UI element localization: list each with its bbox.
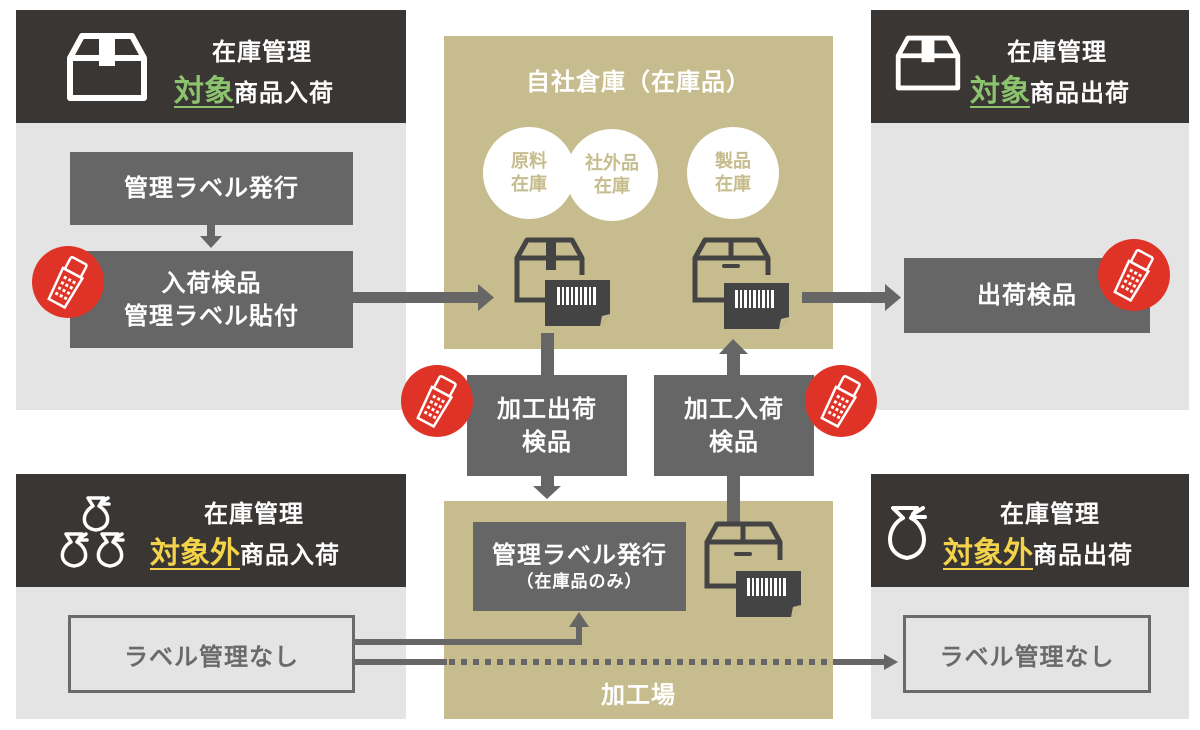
processing-ship-check-box: 加工出荷 検品 bbox=[467, 375, 627, 476]
external-goods-stock-circle: 社外品在庫 bbox=[566, 129, 658, 221]
handy-scanner-badge-receive-check bbox=[805, 365, 877, 437]
header-line1: 在庫管理 bbox=[1007, 38, 1107, 66]
outbound-check-text: 出荷検品 bbox=[977, 281, 1077, 310]
outbound-box-barcode-icon bbox=[692, 237, 789, 329]
highlight-text: 対象 bbox=[174, 74, 234, 109]
header-line2: 対象商品出荷 bbox=[970, 66, 1130, 110]
arrow-nontarget-to-label-issue bbox=[355, 639, 581, 645]
circle-line2: 在庫 bbox=[594, 176, 630, 197]
arrowhead-down bbox=[200, 236, 222, 248]
handy-scanner-icon bbox=[416, 375, 457, 429]
circle-line1: 社外品 bbox=[585, 152, 639, 174]
header-tail: 商品出荷 bbox=[1033, 541, 1133, 569]
nontarget-inbound-header: 在庫管理 対象外商品入荷 bbox=[16, 474, 406, 587]
warehouse-title: 自社倉庫（在庫品） bbox=[526, 68, 751, 96]
circle-line2: 在庫 bbox=[715, 174, 751, 195]
header-line1: 在庫管理 bbox=[204, 500, 304, 528]
no-label-text: ラベル管理なし bbox=[939, 642, 1115, 671]
target-inbound-header: 在庫管理 対象商品入荷 bbox=[16, 10, 406, 123]
arrow-label-to-check bbox=[207, 225, 215, 237]
factory-label-issue-box: 管理ラベル発行 （在庫品のみ） bbox=[473, 522, 686, 611]
arrow-inbound-to-warehouse bbox=[353, 292, 481, 303]
circle-line2: 在庫 bbox=[511, 174, 547, 195]
no-label-text: ラベル管理なし bbox=[124, 642, 299, 671]
header-tail: 商品入荷 bbox=[234, 79, 334, 107]
highlight-text: 対象外 bbox=[150, 536, 240, 571]
factory-label-issue-line2: （在庫品のみ） bbox=[516, 572, 643, 593]
handy-scanner-badge-outbound bbox=[1098, 239, 1170, 311]
arrowhead-down bbox=[533, 486, 561, 499]
ship-check-line1: 加工出荷 bbox=[497, 395, 597, 424]
header-line1: 在庫管理 bbox=[1000, 500, 1100, 528]
cardboard-box-icon bbox=[67, 33, 147, 101]
handy-scanner-icon bbox=[820, 375, 861, 429]
arrow-warehouse-to-ship-check bbox=[541, 333, 554, 378]
arrowhead-up bbox=[719, 339, 748, 354]
arrowhead-right bbox=[478, 284, 494, 311]
header-tail: 商品入荷 bbox=[240, 541, 340, 569]
highlight-text: 対象 bbox=[970, 74, 1030, 109]
arrowhead-up bbox=[569, 612, 589, 627]
circle-line1: 製品 bbox=[715, 150, 751, 172]
ship-check-line2: 検品 bbox=[522, 427, 572, 456]
target-outbound-header: 在庫管理 対象商品出荷 bbox=[871, 10, 1189, 123]
factory-label-issue-line1: 管理ラベル発行 bbox=[492, 540, 667, 569]
highlight-text: 対象外 bbox=[943, 536, 1033, 571]
processing-receive-check-box: 加工入荷 検品 bbox=[654, 375, 814, 476]
receive-check-line2: 検品 bbox=[709, 427, 759, 456]
handy-scanner-icon bbox=[1113, 249, 1154, 303]
nontarget-outbound-header: 在庫管理 対象外商品出荷 bbox=[871, 474, 1189, 587]
inbound-box-barcode-icon bbox=[514, 237, 610, 326]
header-line2: 対象外商品出荷 bbox=[943, 528, 1133, 572]
header-tail: 商品出荷 bbox=[1030, 79, 1130, 107]
inbound-check-box: 入荷検品 管理ラベル貼付 bbox=[70, 251, 353, 348]
arrow-nontarget-passthrough bbox=[355, 659, 447, 665]
header-line1: 在庫管理 bbox=[212, 38, 312, 66]
label-issue-box: 管理ラベル発行 bbox=[70, 152, 353, 225]
handy-scanner-badge-ship-check bbox=[401, 365, 473, 437]
header-line2: 対象商品入荷 bbox=[174, 66, 334, 110]
label-issue-text: 管理ラベル発行 bbox=[124, 174, 299, 203]
arrow-receive-check-to-warehouse bbox=[727, 352, 740, 376]
arrow-warehouse-to-outbound bbox=[802, 292, 888, 303]
arrowhead-right bbox=[885, 284, 901, 311]
cardboard-box-icon bbox=[895, 35, 961, 91]
money-bags-icon bbox=[60, 496, 125, 568]
receive-check-line1: 加工入荷 bbox=[684, 395, 784, 424]
handy-scanner-badge-inbound bbox=[32, 246, 104, 318]
handy-scanner-icon bbox=[47, 256, 88, 310]
money-bag-icon bbox=[888, 506, 927, 560]
factory-label: 加工場 bbox=[601, 681, 676, 709]
no-label-management-outbound-box: ラベル管理なし bbox=[903, 615, 1151, 693]
arrowhead-right bbox=[884, 654, 898, 670]
inbound-check-line2: 管理ラベル貼付 bbox=[124, 301, 299, 330]
circle-line1: 原料 bbox=[511, 150, 547, 172]
header-line2: 対象外商品入荷 bbox=[150, 528, 340, 572]
product-stock-circle: 製品在庫 bbox=[687, 127, 779, 219]
raw-material-stock-circle: 原料在庫 bbox=[483, 127, 575, 219]
factory-box-barcode-icon bbox=[704, 521, 801, 617]
no-label-management-inbound-box: ラベル管理なし bbox=[68, 615, 355, 693]
inbound-check-line1: 入荷検品 bbox=[161, 269, 262, 298]
